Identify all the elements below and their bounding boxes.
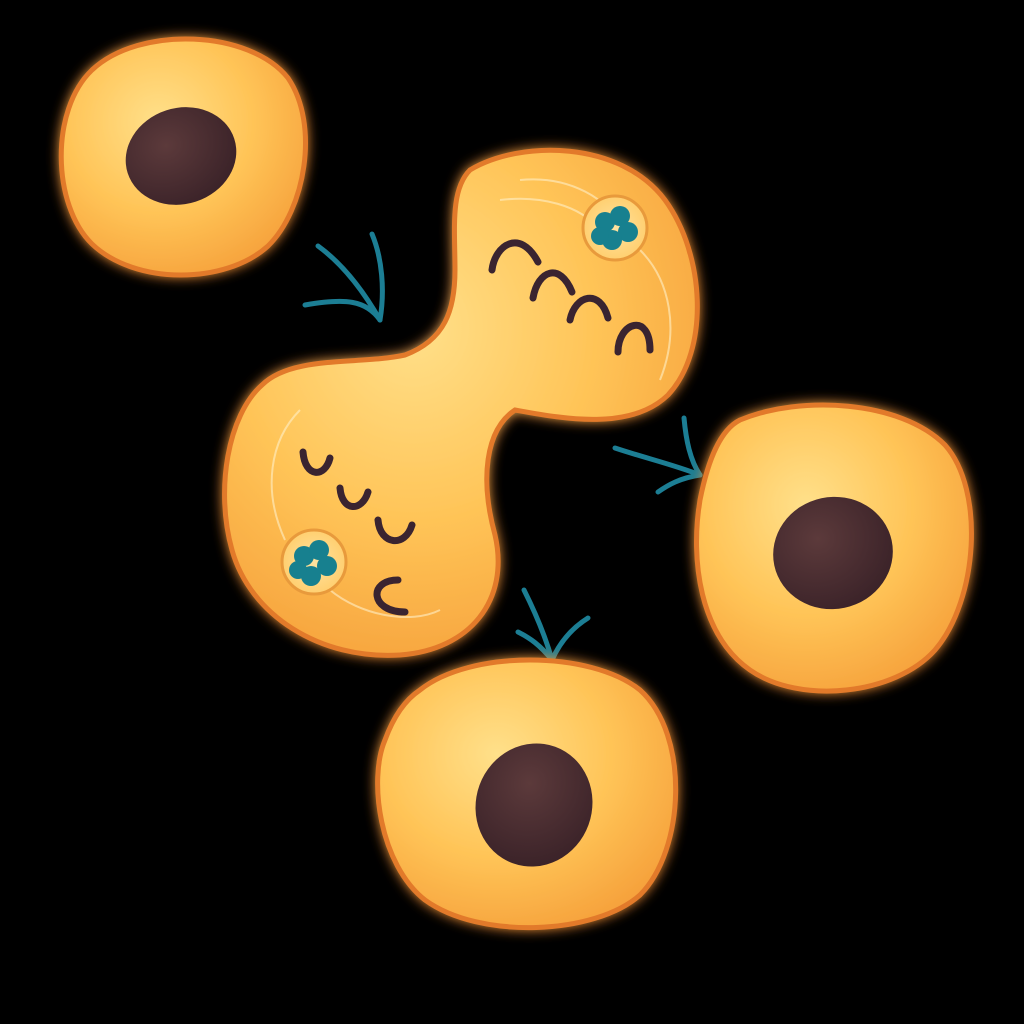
- spindle-fibers-lower: [270, 409, 441, 619]
- chromosome: [373, 576, 409, 616]
- parent-cell: [58, 36, 308, 278]
- chromosome: [299, 448, 334, 476]
- daughter-right-nucleus: [773, 496, 893, 610]
- centrosome-upper: [581, 194, 649, 262]
- arrow-to-dividing-cell: [302, 231, 385, 323]
- arrow-to-daughter-bottom: [515, 587, 591, 663]
- chromosome: [488, 239, 542, 274]
- chromosome: [529, 269, 576, 302]
- chromosome: [614, 321, 654, 356]
- dividing-cell: [222, 147, 700, 658]
- arrow-to-daughter-right: [612, 415, 703, 495]
- chromosome: [374, 516, 416, 545]
- chromosomes-lower: [299, 448, 416, 616]
- centrosome-lower: [280, 528, 348, 596]
- chromosome: [566, 294, 612, 324]
- daughter-bottom-nucleus: [475, 743, 593, 867]
- chromosomes-upper: [488, 239, 654, 356]
- daughter-cell-right: [694, 402, 974, 694]
- daughter-cell-bottom: [375, 657, 679, 930]
- parent-nucleus: [125, 107, 237, 205]
- chromosome: [336, 484, 372, 510]
